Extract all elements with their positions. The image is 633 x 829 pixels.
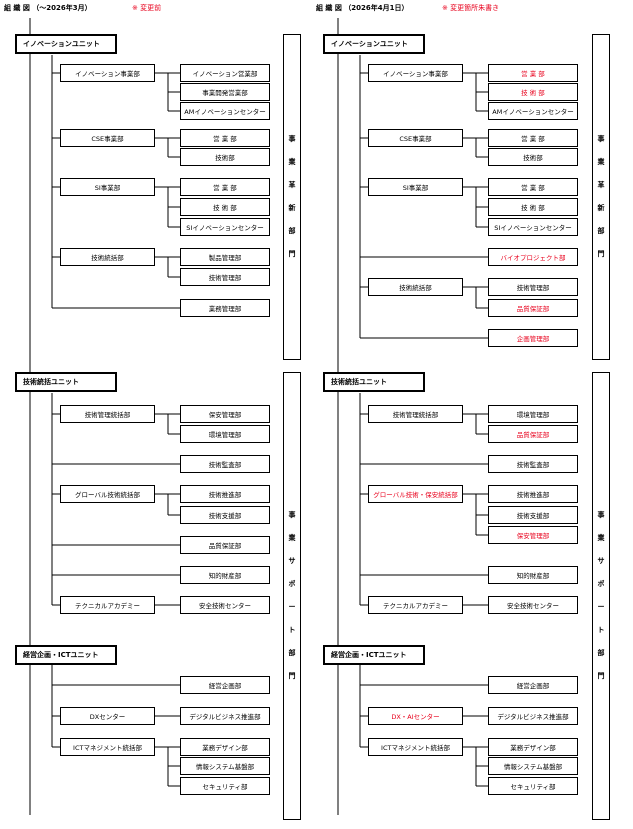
department-box-changed: 営 業 部 [488,64,578,82]
department-box-changed: バイオプロジェクト部 [488,248,578,266]
department-box: SIイノベーションセンター [180,218,270,236]
unit-box: 技術統括ユニット [323,372,425,392]
division-box: 技術統括部 [60,248,155,266]
left-chart-note: ※ 変更前 [132,4,162,12]
department-box-changed: 技 術 部 [488,83,578,101]
department-box: 技術監査部 [180,455,270,473]
division-box: SI事業部 [60,178,155,196]
division-box: CSE事業部 [368,129,463,147]
department-box: 情報システム基盤部 [488,757,578,775]
division-box: イノベーション事業部 [368,64,463,82]
department-box: 業務管理部 [180,299,270,317]
division-box: SI事業部 [368,178,463,196]
department-box: 保安管理部 [180,405,270,423]
division-box-changed: グローバル技術・保安統括部 [368,485,463,503]
department-box: 営 業 部 [488,178,578,196]
department-box-changed: 品質保証部 [488,299,578,317]
department-box: 技 術 部 [180,198,270,216]
department-box-changed: 保安管理部 [488,526,578,544]
department-box: 業務デザイン部 [488,738,578,756]
department-box: 技術支援部 [488,506,578,524]
department-box: 知的財産部 [180,566,270,584]
department-box: 技 術 部 [488,198,578,216]
department-box: 環境管理部 [180,425,270,443]
department-box: 安全技術センター [180,596,270,614]
business-support-division-label: 事業サ ポート 部門 [592,372,610,820]
division-box: 技術統括部 [368,278,463,296]
department-box: 環境管理部 [488,405,578,423]
department-box: 技術監査部 [488,455,578,473]
department-box: デジタルビジネス推進部 [488,707,578,725]
department-box: 営 業 部 [180,178,270,196]
department-box: 製品管理部 [180,248,270,266]
department-box: イノベーション営業部 [180,64,270,82]
department-box: 経営企画部 [180,676,270,694]
department-box: 安全技術センター [488,596,578,614]
department-box: 技術部 [488,148,578,166]
right-chart-title: 組 織 図 （2026年4月1日） [316,4,409,12]
department-box: デジタルビジネス推進部 [180,707,270,725]
unit-box: 経営企画・ICTユニット [15,645,117,665]
division-box-changed: DX・AIセンター [368,707,463,725]
department-box: AMイノベーションセンター [488,102,578,120]
department-box: 情報システム基盤部 [180,757,270,775]
division-box: テクニカルアカデミー [368,596,463,614]
department-box: AMイノベーションセンター [180,102,270,120]
unit-box: イノベーションユニット [323,34,425,54]
unit-box: イノベーションユニット [15,34,117,54]
department-box: 技術推進部 [180,485,270,503]
right-chart-note: ※ 変更箇所朱書き [442,4,500,12]
division-box: テクニカルアカデミー [60,596,155,614]
department-box: 技術管理部 [488,278,578,296]
department-box: 営 業 部 [180,129,270,147]
division-box: ICTマネジメント統括部 [368,738,463,756]
division-box: 技術管理統括部 [60,405,155,423]
department-box: SIイノベーションセンター [488,218,578,236]
left-chart-title: 組 織 図 （～2026年3月） [4,4,92,12]
department-box-changed: 企画管理部 [488,329,578,347]
division-box: グローバル技術統括部 [60,485,155,503]
division-box: DXセンター [60,707,155,725]
business-innovation-division-label: 事業革 新部門 [592,34,610,360]
division-box: CSE事業部 [60,129,155,147]
department-box: セキュリティ部 [180,777,270,795]
division-box: イノベーション事業部 [60,64,155,82]
department-box: 技術推進部 [488,485,578,503]
unit-box: 経営企画・ICTユニット [323,645,425,665]
division-box: 技術管理統括部 [368,405,463,423]
department-box: 品質保証部 [180,536,270,554]
department-box: 事業開発営業部 [180,83,270,101]
department-box: 技術部 [180,148,270,166]
business-support-division-label: 事業サ ポート 部門 [283,372,301,820]
department-box: 業務デザイン部 [180,738,270,756]
department-box: 営 業 部 [488,129,578,147]
department-box: 経営企画部 [488,676,578,694]
department-box: 技術支援部 [180,506,270,524]
division-box: ICTマネジメント統括部 [60,738,155,756]
department-box: 知的財産部 [488,566,578,584]
department-box: セキュリティ部 [488,777,578,795]
unit-box: 技術統括ユニット [15,372,117,392]
business-innovation-division-label: 事業革 新部門 [283,34,301,360]
department-box-changed: 品質保証部 [488,425,578,443]
department-box: 技術管理部 [180,268,270,286]
